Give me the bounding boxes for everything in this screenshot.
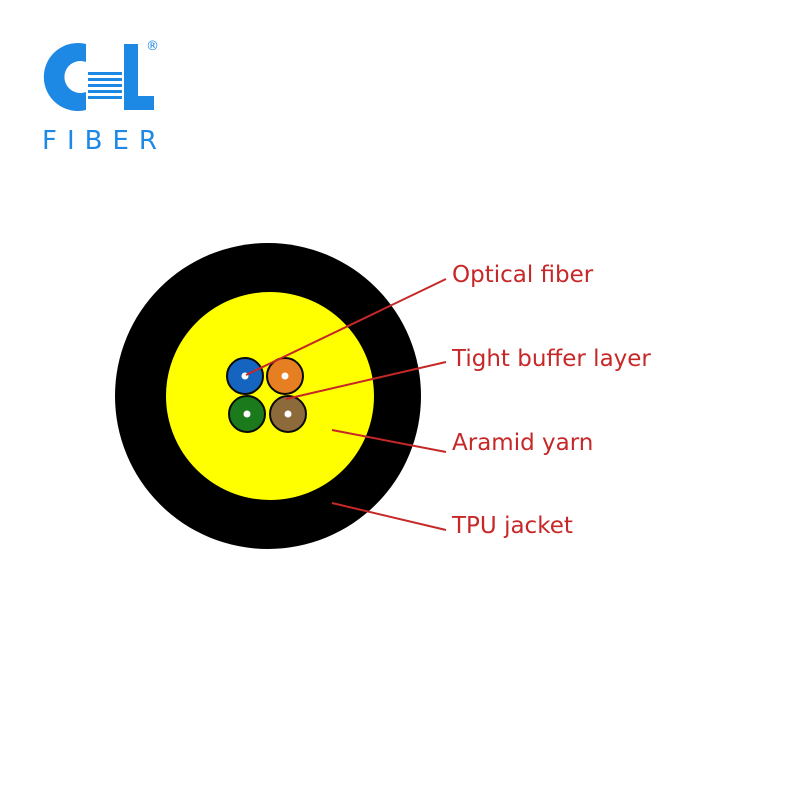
registered-mark: ® — [146, 39, 159, 54]
leader-line-tpu-jacket — [331, 502, 447, 531]
fiber-brown — [269, 395, 307, 433]
leader-line-aramid-yarn — [331, 429, 447, 453]
label-tight-buffer-layer: Tight buffer layer — [452, 346, 651, 372]
brand-name: FIBER — [42, 126, 167, 156]
fiber-green — [228, 395, 266, 433]
leader-line-tight-buffer — [285, 361, 447, 400]
cl-logo-icon — [43, 43, 154, 111]
brand-logo: ® FIBER — [42, 40, 172, 160]
leader-line-optical-fiber — [245, 278, 447, 376]
label-optical-fiber: Optical fiber — [452, 262, 594, 288]
aramid-yarn-layer — [166, 292, 374, 500]
fiber-orange — [266, 357, 304, 395]
label-tpu-jacket: TPU jacket — [452, 513, 573, 539]
label-aramid-yarn: Aramid yarn — [452, 430, 594, 456]
fiber-blue — [226, 357, 264, 395]
